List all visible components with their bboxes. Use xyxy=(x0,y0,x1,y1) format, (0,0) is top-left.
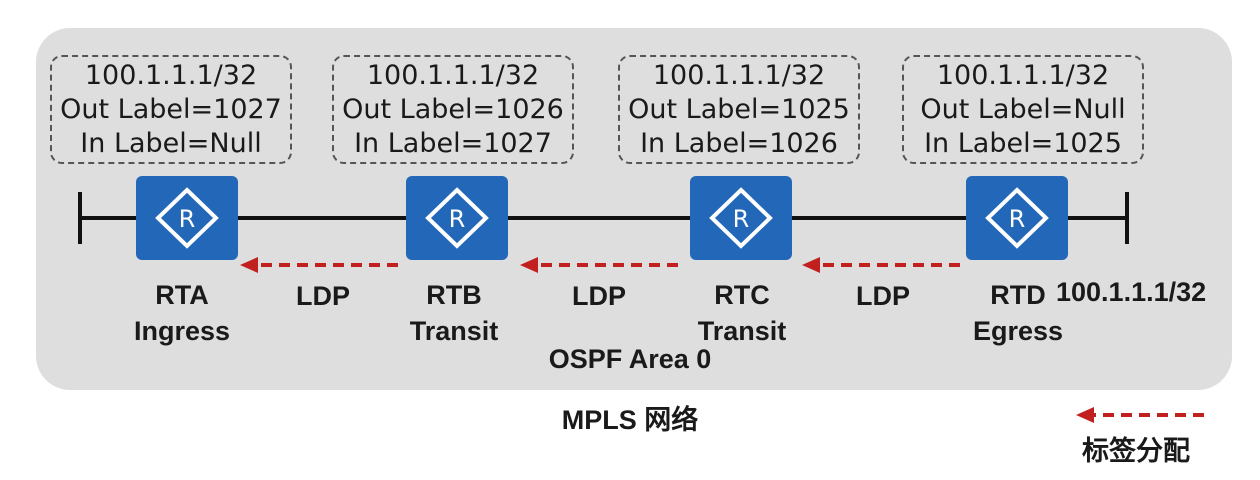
svg-text:R: R xyxy=(449,205,466,233)
router-caption-rtc: RTC Transit xyxy=(672,277,812,349)
legend-arrowhead xyxy=(1076,407,1094,423)
out-label-text: Out Label=Null xyxy=(920,93,1126,125)
out-label-text: Out Label=1027 xyxy=(60,93,282,125)
router-role: Egress xyxy=(972,316,1064,346)
out-label-text: Out Label=1026 xyxy=(342,93,564,125)
router-caption-rta: RTA Ingress xyxy=(112,277,252,349)
prefix-text: 100.1.1.1/32 xyxy=(652,59,826,91)
label-table-rtd: 100.1.1.1/32 Out Label=Null In Label=102… xyxy=(902,55,1144,164)
ldp-label-3: LDP xyxy=(856,281,910,311)
router-icon: R xyxy=(155,187,219,249)
router-caption-rtb: RTB Transit xyxy=(384,277,524,349)
label-table-rtc: 100.1.1.1/32 Out Label=1025 In Label=102… xyxy=(618,55,860,164)
router-name: RTA xyxy=(155,280,209,310)
router-rta: R xyxy=(136,176,238,260)
router-name: RTB xyxy=(426,280,482,310)
in-label-text: In Label=1026 xyxy=(640,127,838,159)
prefix-text: 100.1.1.1/32 xyxy=(366,59,540,91)
router-rtc: R xyxy=(690,176,792,260)
router-icon: R xyxy=(425,187,489,249)
ldp-arrowhead-3 xyxy=(802,257,820,273)
in-label-text: In Label=1027 xyxy=(354,127,552,159)
router-caption-rtd: RTD Egress xyxy=(948,277,1088,349)
destination-prefix: 100.1.1.1/32 xyxy=(1056,277,1207,307)
network-label: MPLS 网络 xyxy=(561,405,699,435)
out-label-text: Out Label=1025 xyxy=(628,93,850,125)
svg-text:R: R xyxy=(1009,205,1026,233)
label-table-rtb: 100.1.1.1/32 Out Label=1026 In Label=102… xyxy=(332,55,574,164)
router-role: Transit xyxy=(409,316,499,346)
router-rtd: R xyxy=(966,176,1068,260)
area-label: OSPF Area 0 xyxy=(548,344,712,374)
ldp-arrowhead-2 xyxy=(520,257,538,273)
prefix-text: 100.1.1.1/32 xyxy=(84,59,258,91)
router-name: RTC xyxy=(714,280,770,310)
router-icon: R xyxy=(985,187,1049,249)
svg-text:R: R xyxy=(733,205,750,233)
legend-label: 标签分配 xyxy=(1082,436,1190,466)
router-name: RTD xyxy=(990,280,1046,310)
in-label-text: In Label=Null xyxy=(80,127,262,159)
router-rtb: R xyxy=(406,176,508,260)
in-label-text: In Label=1025 xyxy=(924,127,1122,159)
ldp-label-2: LDP xyxy=(572,281,626,311)
prefix-text: 100.1.1.1/32 xyxy=(936,59,1110,91)
router-role: Ingress xyxy=(133,316,231,346)
router-icon: R xyxy=(709,187,773,249)
ldp-label-1: LDP xyxy=(296,281,350,311)
svg-text:R: R xyxy=(179,205,196,233)
label-table-rta: 100.1.1.1/32 Out Label=1027 In Label=Nul… xyxy=(50,55,292,164)
ldp-arrowhead-1 xyxy=(240,257,258,273)
router-role: Transit xyxy=(697,316,787,346)
